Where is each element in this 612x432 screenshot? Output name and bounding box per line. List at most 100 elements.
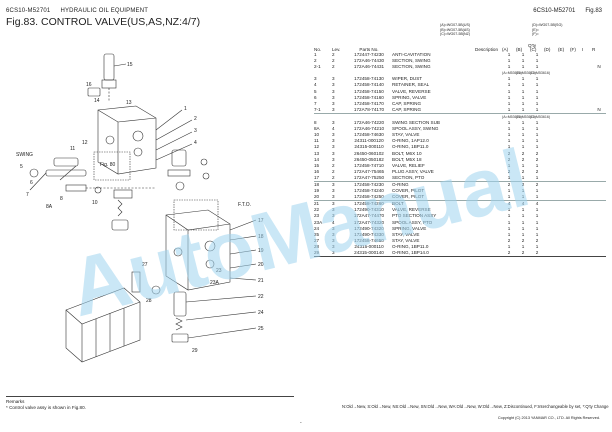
cell-parts-no: 24311-000120 xyxy=(354,138,384,144)
cell-qty-c: 1 xyxy=(535,94,539,100)
cell-qty-c: 1 xyxy=(535,243,539,249)
cell-no: 15 xyxy=(314,162,320,168)
cell-qty-a: 1 xyxy=(507,219,511,225)
cell-description: VALVE, RELIEF xyxy=(392,162,425,168)
cell-qty-a: 1 xyxy=(507,231,511,237)
cell-lev: 2 xyxy=(332,162,335,168)
change-legend: N:Old→New, S:Old→New, NS:Old→New, SN:Old… xyxy=(342,404,609,409)
cell-qty-b: 1 xyxy=(516,174,530,182)
cell-lev: 2 xyxy=(332,58,335,64)
cell-no: 24 xyxy=(314,225,320,231)
callout-8: 8 xyxy=(60,196,63,202)
cell-qty-f xyxy=(570,113,582,120)
cell-no: 8A xyxy=(314,126,320,132)
cell-r xyxy=(592,194,606,202)
cell-parts-no: 172458-74630 xyxy=(354,132,384,138)
cell-description: SECTION, SWING xyxy=(392,58,431,64)
cell-description: SPRING, VALVE xyxy=(392,225,427,231)
cell-lev: 3 xyxy=(332,94,335,100)
cell-lev: 3 xyxy=(332,201,335,207)
cell-no: 20 xyxy=(314,194,332,202)
callout-16: 16 xyxy=(86,82,92,88)
cell-r: N xyxy=(597,64,601,70)
cell-i xyxy=(582,106,592,114)
col-lev: Lev. xyxy=(332,47,341,52)
cell-qty-c: 2 xyxy=(535,237,539,243)
cell-description: SECTION, PTO xyxy=(392,174,502,182)
col-f: (F) xyxy=(570,47,576,52)
cell-lev: 3 xyxy=(332,225,335,231)
cell-qty-c: 2 xyxy=(535,156,539,162)
cell-qty-a: 1 xyxy=(502,106,516,114)
callout-2: 2 xyxy=(194,116,197,122)
cell-no: 4 xyxy=(314,82,317,88)
cell-description: SPRING, VALVE xyxy=(392,94,427,100)
cell-qty-a: 1 xyxy=(507,138,511,144)
cell-qty-c: 1 xyxy=(535,144,539,150)
cell-no: 11 xyxy=(314,138,319,144)
cell-qty-b: 1 xyxy=(521,132,525,138)
cell-qty-b: 2 xyxy=(521,156,525,162)
cell-parts-no: 172458-74650 xyxy=(354,237,384,243)
cell-qty-f xyxy=(570,194,582,202)
callout-7: 7 xyxy=(26,192,29,198)
cell-description: COVER, PILOT xyxy=(392,194,502,202)
cell-qty-a: 1 xyxy=(507,120,511,126)
cell-lev: 3 xyxy=(332,237,335,243)
legend-d: (D)=WG07-5B(SG) xyxy=(532,23,563,27)
cell-r xyxy=(592,201,606,208)
col-d: (D) xyxy=(544,47,551,52)
cell-description: BOLT xyxy=(392,201,404,207)
cell-qty-a: 1 xyxy=(502,174,516,182)
cell-qty-b: 1 xyxy=(521,231,525,237)
cell-qty-a: 2 xyxy=(507,237,511,243)
section-name: HYDRAULIC OIL EQUIPMENT xyxy=(60,8,149,14)
cell-qty-c: 1 xyxy=(530,106,544,114)
cell-qty-c: (C=M53616) xyxy=(530,114,551,119)
label-fig80: Fig. 80 xyxy=(100,162,116,168)
cell-lev: 3 xyxy=(332,250,335,255)
cell-qty-a: 1 xyxy=(507,52,511,57)
cell-qty-b: 2 xyxy=(521,181,525,187)
cell-parts-no: 172458-74230 xyxy=(354,181,384,187)
cell-lev: 2 xyxy=(332,168,335,174)
cell-parts-no: 172490-74330 xyxy=(354,231,384,237)
col-i: I xyxy=(582,47,584,52)
cell-lev: 4 xyxy=(332,126,335,132)
callout-24: 24 xyxy=(258,310,264,316)
cell-no: 10 xyxy=(314,132,320,138)
cell-no: 5 xyxy=(314,88,317,94)
col-a: (A) xyxy=(502,47,509,52)
cell-qty-a: 1 xyxy=(507,144,511,150)
qty-heading: Q'ty xyxy=(528,43,537,48)
callout-21: 21 xyxy=(258,278,264,284)
col-parts-no: Parts No. xyxy=(359,47,379,52)
callout-12: 12 xyxy=(82,140,88,146)
cell-qty-c: 1 xyxy=(535,132,539,138)
cell-qty-b: 1 xyxy=(521,144,525,150)
legend-c: (C)=WG07-5B(NZ) xyxy=(440,32,471,37)
cell-description: CAP, SPRING xyxy=(392,106,502,114)
cell-qty-a: 1 xyxy=(507,188,511,194)
parts-list: No. Lev. Parts No. Description (A) (B) (… xyxy=(314,40,606,258)
callout-6: 6 xyxy=(30,180,33,186)
cell-qty-a: 1 xyxy=(507,225,511,231)
cell-qty-b: 1 xyxy=(521,58,525,64)
cell-parts-no: 172458-74160 xyxy=(354,94,384,100)
callout-14: 14 xyxy=(94,98,100,104)
cell-description: RETAINER, SEAL xyxy=(392,82,430,88)
cell-qty-c: 1 xyxy=(530,194,544,202)
cell-qty-d xyxy=(544,174,558,182)
cell-qty-e xyxy=(558,106,570,114)
cell-lev: 3 xyxy=(332,150,335,156)
model-legend-left: (A)=WG07-5B(US) (B)=WG07-5B(AS) (C)=WG07… xyxy=(440,23,470,37)
